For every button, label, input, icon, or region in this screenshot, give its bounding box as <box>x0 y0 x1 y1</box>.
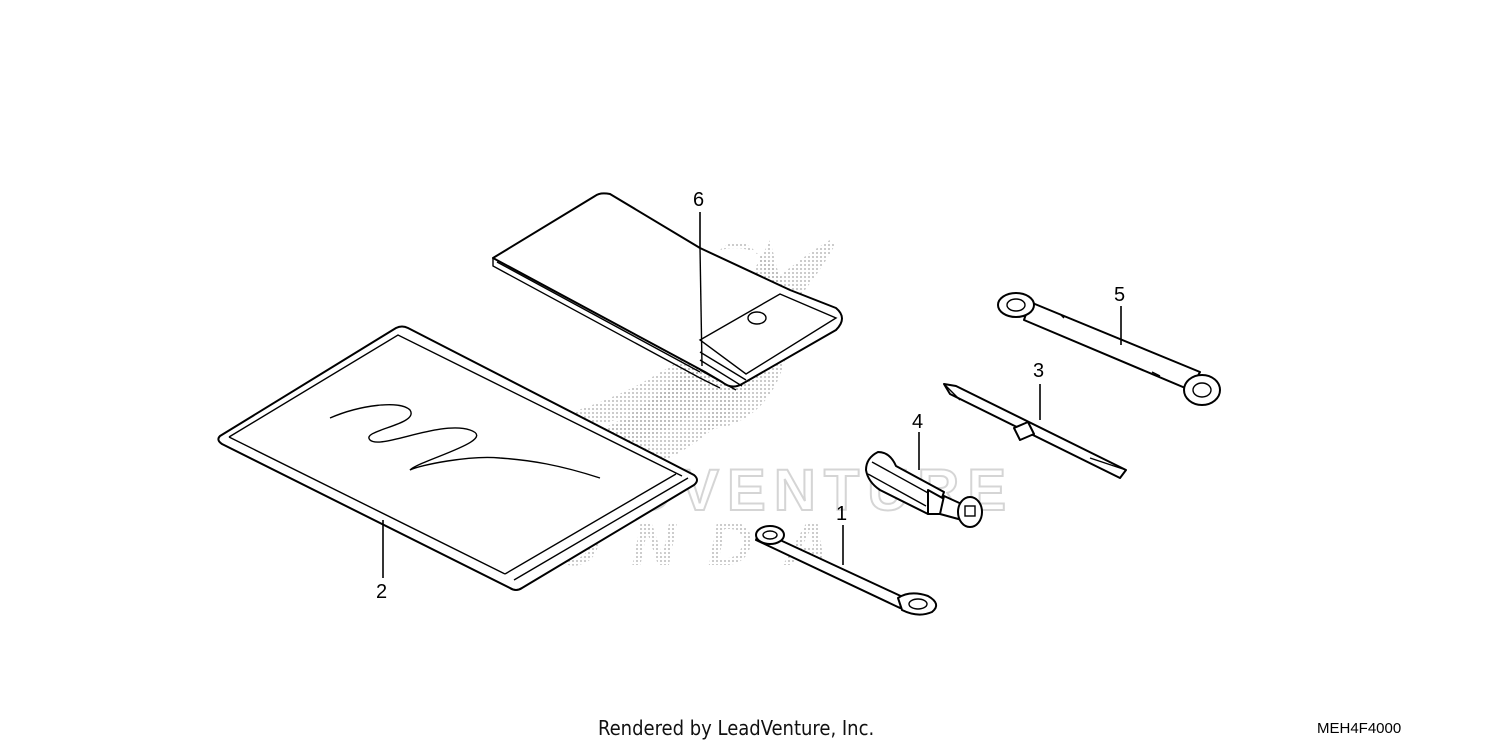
callout-1[interactable]: 1 <box>836 503 847 525</box>
callout-5[interactable]: 5 <box>1114 284 1125 306</box>
callout-2[interactable]: 2 <box>376 581 387 603</box>
owners-manual-pouch[interactable] <box>217 325 698 591</box>
tool-rod[interactable] <box>755 525 938 616</box>
screwdriver-handle[interactable] <box>865 451 983 528</box>
footer-credit: Rendered by LeadVenture, Inc. <box>598 716 875 740</box>
callout-3[interactable]: 3 <box>1033 360 1044 382</box>
ring-wrench[interactable] <box>997 292 1221 406</box>
callout-4[interactable]: 4 <box>912 411 923 433</box>
tool-bag[interactable] <box>492 192 843 391</box>
screwdriver-shaft[interactable] <box>943 383 1127 479</box>
diagram-code: MEH4F4000 <box>1317 720 1402 737</box>
callout-6[interactable]: 6 <box>693 189 704 211</box>
